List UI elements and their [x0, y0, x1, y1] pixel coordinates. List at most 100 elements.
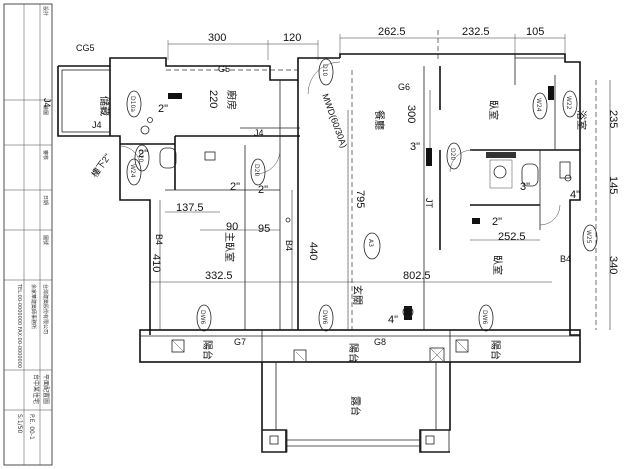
- tag-w24b: W24: [532, 92, 548, 120]
- room-dining: 餐廳: [373, 110, 386, 130]
- dim-v-410: 410: [150, 254, 162, 272]
- svg-text:D20: D20: [137, 150, 144, 162]
- title-row-5: 圖號: [42, 235, 49, 245]
- room-balcony-right: 陽台: [489, 340, 502, 360]
- hose-bib-icon: [402, 306, 414, 318]
- inch-mark: 4": [570, 189, 580, 201]
- window-note: MWD(60/30A): [320, 92, 349, 149]
- svg-text:D20: D20: [253, 164, 260, 176]
- dim-v-145: 145: [607, 176, 619, 194]
- tag-d20c: D20: [446, 142, 462, 170]
- light-icon: [147, 117, 153, 123]
- code-b4: B4: [154, 234, 164, 245]
- vent-icon: [559, 161, 571, 179]
- room-terrace: 露台: [349, 396, 362, 416]
- room-labels: 儲藏 廚房 餐廳 臥室 浴室 主臥室 臥室 玄關 陽台 陽台 陽台 露台: [98, 90, 588, 416]
- dim-top-262: 262.5: [378, 26, 406, 38]
- room-balcony-left: 陽台: [201, 340, 214, 360]
- room-kitchen: 廚房: [225, 90, 238, 110]
- code-g5: G5: [218, 64, 230, 74]
- svg-text:D20: D20: [449, 148, 456, 160]
- tag-d20a: D20: [134, 144, 150, 172]
- svg-text:A3: A3: [367, 239, 374, 247]
- title-scale: S:1/50: [16, 414, 23, 433]
- title-contact: TEL:00-0000000 FAX:00-0000000: [16, 283, 22, 368]
- title-block: 設計 繪圖 審核 日期 圖號 余家華建築師事務所 台灣建築股份有限公司 TEL:…: [3, 3, 53, 466]
- counter-icon: [486, 152, 516, 158]
- light-icon: [285, 217, 291, 223]
- light-icon: [564, 174, 572, 182]
- tag-w24a: W24: [126, 158, 142, 186]
- dim-v-300: 300: [405, 105, 417, 123]
- inch-mark: 2": [230, 181, 240, 193]
- svg-text:DW6: DW6: [481, 310, 488, 325]
- dim-252: 252.5: [498, 231, 526, 243]
- title-company: 余家華建築師事務所: [30, 284, 37, 329]
- room-bath: 浴室: [575, 110, 588, 130]
- svg-text:W24: W24: [535, 98, 542, 112]
- tag-d10b: D10: [318, 58, 334, 86]
- valve-icon: [168, 93, 182, 99]
- dim-top-300: 300: [208, 32, 226, 44]
- tag-d20b: D20: [250, 158, 266, 186]
- opening-tags: D10a D10 D20 D20 D20 W24 W24 W22: [126, 58, 598, 332]
- outlet-icon: [472, 218, 480, 224]
- tag-w25: W25: [582, 224, 598, 252]
- code-g6: G6: [398, 82, 410, 92]
- dim-137: 137.5: [176, 202, 204, 214]
- walls: [57, 53, 597, 453]
- floor-drain-icon: [204, 151, 216, 161]
- tag-d10a: D10a: [126, 90, 142, 118]
- code-g7: G7: [234, 337, 246, 347]
- room-foyer: 玄關: [351, 285, 364, 305]
- dim-v-340: 340: [607, 256, 619, 274]
- tag-w22: W22: [562, 90, 578, 118]
- title-row-3: 審核: [42, 150, 49, 160]
- svg-text:D10a: D10a: [129, 96, 136, 112]
- room-balcony-center: 陽台: [347, 343, 360, 363]
- svg-text:D10: D10: [321, 64, 328, 76]
- room-master-bedroom: 主臥室: [223, 232, 236, 262]
- dim-90: 90: [226, 221, 238, 233]
- title-project: 台中某住宅: [32, 374, 40, 404]
- dim-v-440: 440: [307, 242, 319, 260]
- code-cg5: CG5: [76, 43, 95, 53]
- inch-mark: 3": [410, 141, 420, 153]
- room-storage: 儲藏: [98, 96, 110, 116]
- outlet-icon: [404, 306, 412, 320]
- inch-mark: 2": [492, 216, 502, 228]
- title-row-2: 繪圖: [42, 105, 49, 115]
- code-g8: G8: [374, 337, 386, 347]
- drain-icon: [140, 125, 150, 135]
- room-bedroom-1: 臥室: [487, 100, 500, 120]
- inch-mark: 4": [388, 314, 398, 326]
- step-down-note: 樓下2": [89, 151, 113, 179]
- title-sheet: 平面配置圖: [42, 374, 49, 404]
- inch-mark: 2": [158, 103, 168, 115]
- sink-icon: [493, 165, 507, 179]
- svg-text:DW6: DW6: [199, 310, 206, 325]
- meter-icon: [426, 148, 432, 166]
- svg-text:W22: W22: [565, 96, 572, 110]
- code-j4: J4: [42, 98, 52, 108]
- dim-v-795: 795: [354, 190, 366, 208]
- meter-icon: [548, 86, 554, 100]
- toilet-icon: [521, 163, 539, 187]
- svg-text:W24: W24: [129, 164, 136, 178]
- dim-95: 95: [258, 223, 270, 235]
- title-firm: 台灣建築股份有限公司: [42, 284, 49, 334]
- top-dimensions: 300 120 262.5 232.5 105: [167, 26, 566, 60]
- fixtures: [119, 61, 572, 361]
- dim-top-120: 120: [283, 32, 301, 44]
- tag-dw6c: DW6: [478, 304, 494, 332]
- tag-dw6b: DW6: [318, 304, 334, 332]
- code-jt: JT: [424, 198, 434, 209]
- title-row-1: 設計: [42, 6, 49, 16]
- dim-v-220: 220: [207, 90, 219, 108]
- interior-dimensions: 137.5 90 95 252.5 332.5 802.5 220 300 79…: [138, 80, 619, 330]
- inch-mark: 2": [258, 184, 268, 196]
- tag-a3: A3: [363, 232, 381, 260]
- svg-text:W25: W25: [585, 230, 592, 244]
- dim-top-105: 105: [526, 26, 544, 38]
